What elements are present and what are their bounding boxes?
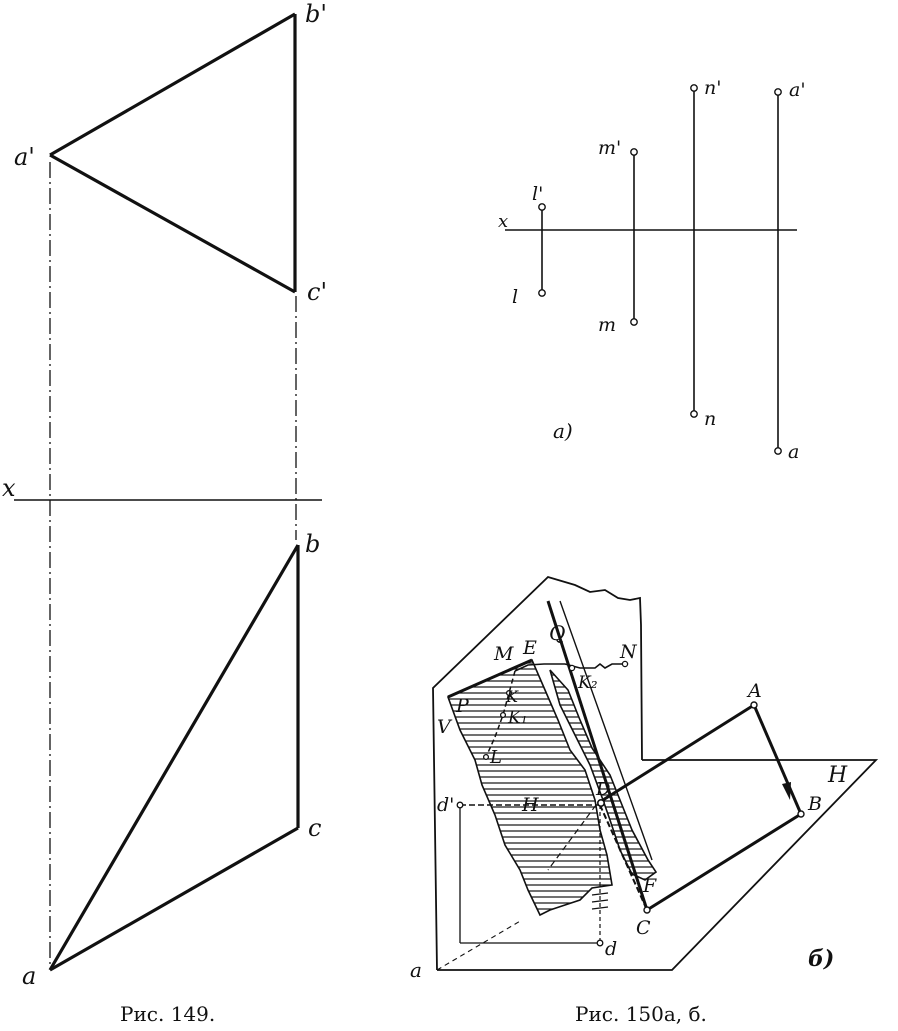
- label-x: x: [2, 474, 16, 502]
- label-d-lower: d: [605, 938, 617, 960]
- point-m: [630, 318, 638, 326]
- label-c-prime: c': [307, 278, 327, 306]
- label-l-prime: l': [532, 183, 543, 205]
- label-f: F: [642, 875, 657, 897]
- tag-150a: a): [553, 419, 573, 443]
- label-d-upper: D: [595, 779, 611, 800]
- edge-a-prime-c-prime: [49, 153, 296, 294]
- plane-v: [432, 575, 643, 971]
- point-a-prime: [774, 88, 782, 96]
- label-v: V: [437, 716, 453, 738]
- edge-da-150b: [602, 703, 755, 802]
- label-c: c: [308, 814, 321, 842]
- point-a-150b: [750, 701, 758, 709]
- point-l-prime: [538, 203, 546, 211]
- trace-q-ef: [546, 600, 649, 911]
- arrow-ab: [782, 782, 791, 800]
- label-m: m: [598, 314, 616, 336]
- ref-line-diagonal: [436, 919, 523, 971]
- point-n: [690, 410, 698, 418]
- edge-a-c: [49, 826, 299, 972]
- edge-dc-150b: [599, 804, 648, 911]
- point-d: [596, 939, 604, 947]
- label-x-150a: x: [498, 211, 508, 232]
- label-q: Q: [549, 621, 565, 645]
- caption-fig150: Рис. 150а, б.: [575, 1002, 707, 1026]
- point-l-150b: [482, 753, 490, 761]
- plane-h: [437, 759, 879, 971]
- label-e: E: [522, 637, 537, 659]
- point-k1: [499, 711, 507, 719]
- point-k: [505, 689, 513, 697]
- fig150b: E Q M N P K K₁ K₂ V L A H d' H D B F C d…: [410, 575, 879, 982]
- fig150a: x l' l m' m n' n a' a a): [498, 77, 806, 463]
- label-b-prime: b': [305, 0, 327, 28]
- plane-p-hatched: [446, 658, 613, 917]
- line-ml: [485, 670, 516, 758]
- label-b-150b: B: [807, 793, 822, 815]
- label-a-prime-150a: a': [789, 79, 806, 101]
- label-b: b: [305, 530, 320, 558]
- edge-ab-150b: [752, 704, 803, 815]
- label-l: l: [512, 286, 518, 308]
- label-origin: a: [410, 958, 422, 982]
- tag-150b: б): [808, 946, 834, 972]
- trace-p-top: [447, 658, 533, 699]
- label-a-prime: a': [14, 143, 35, 171]
- point-d-150b: [596, 798, 605, 807]
- point-m-prime: [630, 148, 638, 156]
- trace-q-edge: [559, 600, 653, 861]
- label-n-prime: n': [704, 77, 721, 99]
- edge-bc-150b: [646, 812, 802, 912]
- point-l: [538, 289, 546, 297]
- label-k: K: [505, 687, 519, 706]
- label-m-150b: M: [493, 643, 514, 665]
- point-a: [774, 447, 782, 455]
- label-h-mid: H: [521, 794, 539, 816]
- label-n-150b: N: [619, 641, 638, 663]
- edge-a-b: [48, 544, 300, 971]
- label-a-150a: a: [788, 441, 799, 463]
- edge-a-prime-b-prime: [49, 12, 296, 157]
- fig149: b' a' c' x b c a Рис. 149.: [2, 0, 327, 1026]
- label-n: n: [704, 408, 716, 430]
- point-d-prime: [456, 801, 464, 809]
- point-n-150b: [621, 660, 629, 668]
- label-a-150b: A: [746, 680, 762, 702]
- point-k2: [568, 664, 576, 672]
- label-k1: K₁: [507, 708, 528, 728]
- label-a: a: [22, 962, 36, 990]
- point-b-150b: [797, 810, 805, 818]
- label-p: P: [455, 695, 470, 717]
- caption-fig149: Рис. 149.: [120, 1002, 215, 1026]
- line-mn: [514, 662, 625, 672]
- label-h-right: H: [827, 763, 848, 788]
- point-c-150b: [643, 906, 651, 914]
- label-d-prime: d': [437, 794, 454, 816]
- point-n-prime: [690, 84, 698, 92]
- label-k2: K₂: [577, 673, 598, 693]
- label-c-150b: C: [636, 917, 651, 939]
- hidden-line-d: [547, 804, 597, 871]
- label-m-prime: m': [598, 137, 621, 159]
- ground-hatch: [591, 892, 609, 910]
- label-l-150b: L: [489, 747, 502, 768]
